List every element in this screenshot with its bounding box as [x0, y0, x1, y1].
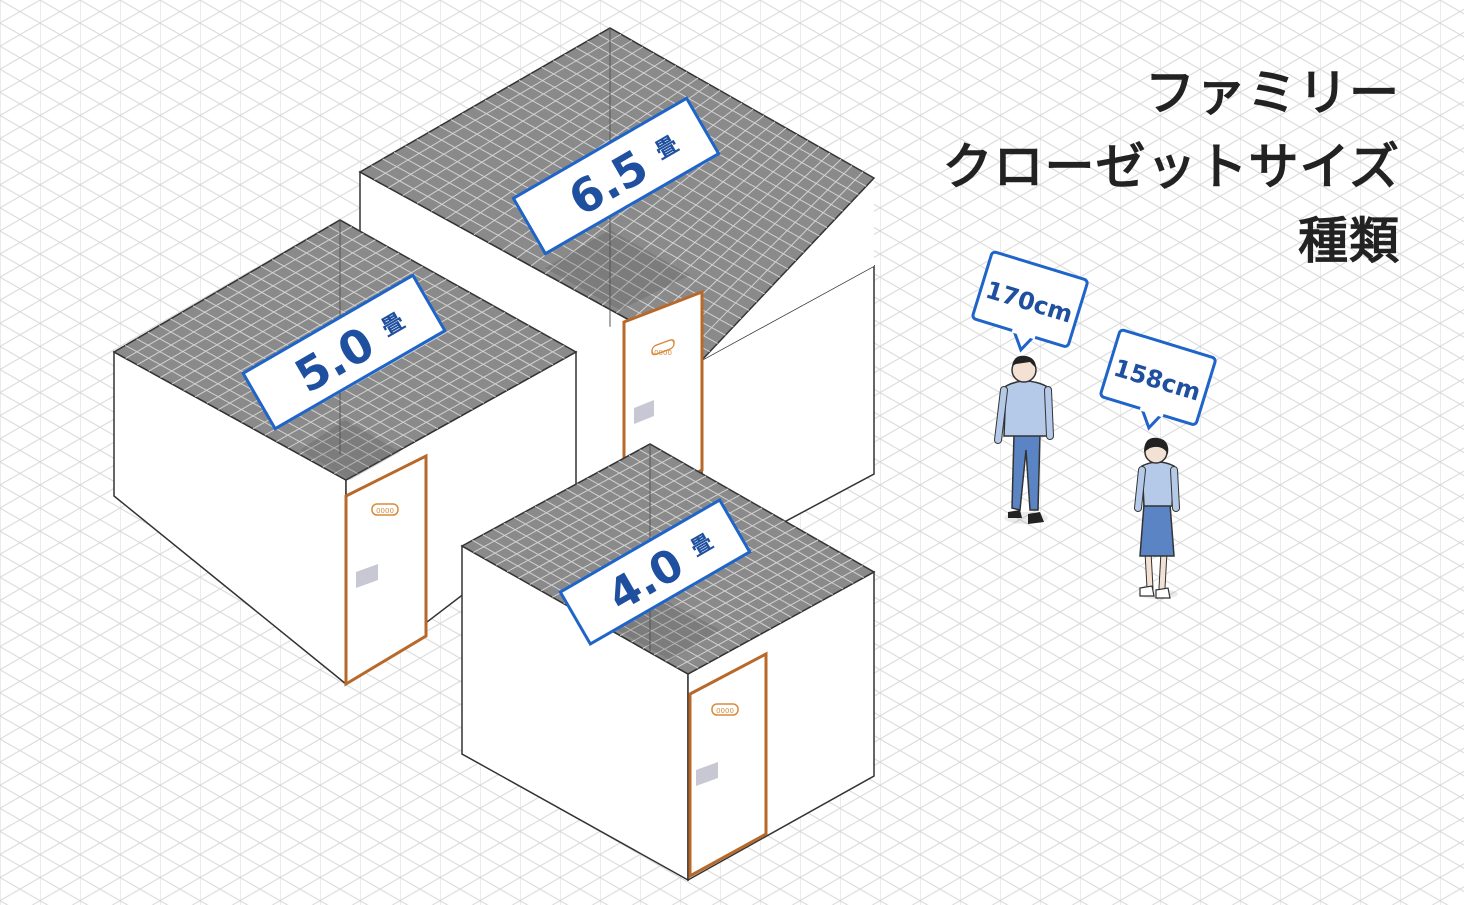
- floor-shadow: [545, 230, 690, 310]
- door-plate-shape: [371, 503, 399, 516]
- woman-skirt: [1139, 503, 1175, 557]
- floor-size-label: 5.0 畳: [241, 273, 447, 431]
- door-plate-shape: [711, 703, 739, 716]
- door-plate-number: 0000: [716, 707, 734, 715]
- title-line-1: ファミリー: [1145, 64, 1400, 122]
- door-handle: [696, 762, 718, 786]
- man-shirt: [1003, 380, 1051, 437]
- door-plate-shape: [651, 339, 675, 356]
- title-line-3: 種類: [1298, 212, 1400, 270]
- door-handle: [634, 400, 654, 424]
- man-pants: [1011, 433, 1041, 511]
- height-callout-158: 158cm: [1099, 328, 1217, 431]
- woman-hair: [1144, 437, 1169, 454]
- person-man: [994, 355, 1054, 524]
- person-woman: [1134, 437, 1180, 599]
- diagram-title: ファミリー クローゼットサイズ 種類: [943, 56, 1401, 278]
- floor-shadow: [300, 420, 400, 480]
- title-line-2: クローゼットサイズ: [942, 138, 1400, 196]
- door-plate-number: 0000: [654, 349, 672, 357]
- door-plate-number: 0000: [376, 507, 394, 515]
- door-handle: [356, 564, 378, 588]
- room-door[interactable]: 0000: [344, 453, 428, 687]
- room-5-0: 5.0 畳 0000: [112, 219, 578, 687]
- woman-top: [1141, 461, 1175, 507]
- room-4-0: 4.0 畳 0000: [460, 443, 876, 882]
- height-callout-170: 170cm: [971, 250, 1089, 353]
- man-hair: [1012, 355, 1036, 368]
- room-door[interactable]: 0000: [688, 651, 768, 879]
